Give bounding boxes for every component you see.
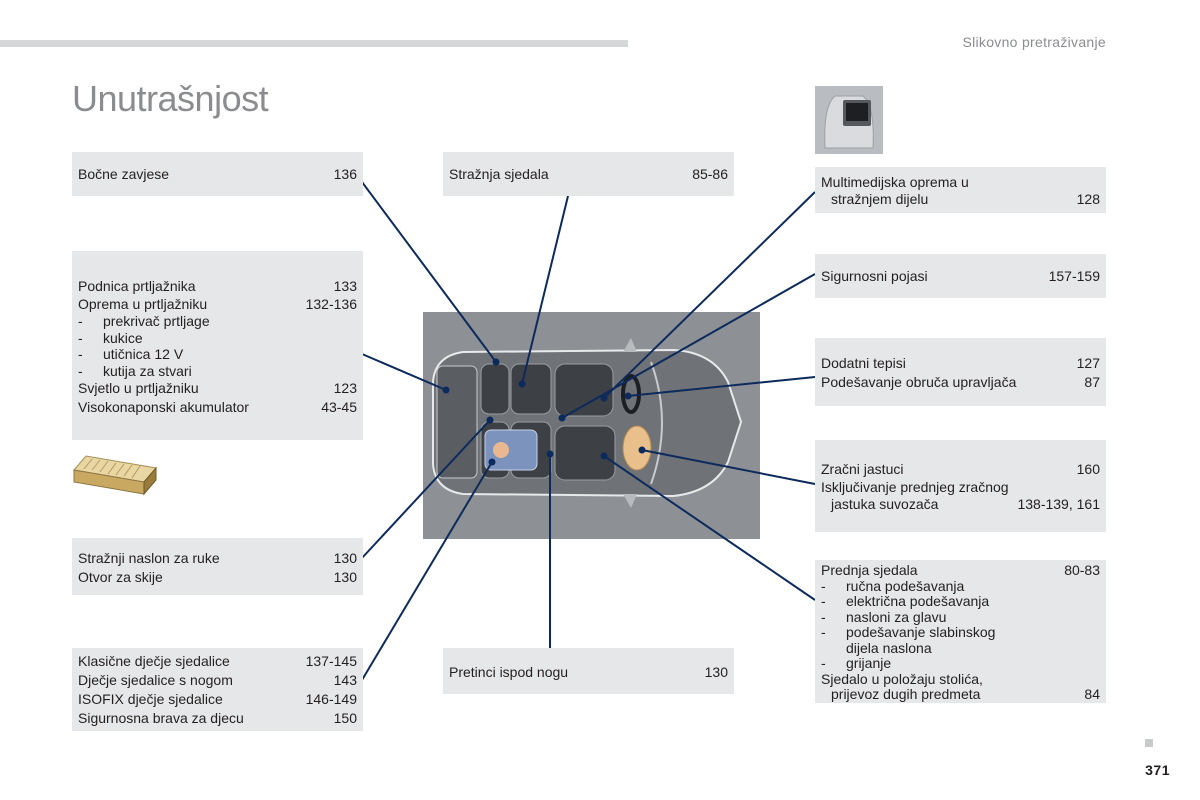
top-decor-bar (0, 40, 628, 47)
sub-item[interactable]: -kutija za stvari (78, 362, 192, 379)
page-title: Unutrašnjost (72, 78, 269, 119)
sub-item[interactable]: -prekrivač prtljage (78, 313, 210, 329)
page-marker (1145, 739, 1153, 747)
entry-row[interactable]: Sjedalo u položaju stolića, (821, 670, 983, 687)
rear-screen-thumbnail (815, 86, 883, 154)
sub-item[interactable]: -električna podešavanja (821, 593, 990, 609)
entry-row[interactable]: Multimedijska oprema u (821, 174, 969, 190)
car-top-view (423, 312, 760, 539)
page-number: 371 (1145, 762, 1170, 778)
section-header: Slikovno pretraživanje (962, 34, 1106, 50)
sub-item[interactable]: -kukice (78, 329, 143, 346)
sub-item[interactable]: -grijanje (821, 655, 892, 671)
sub-item[interactable]: -utičnica 12 V (78, 346, 184, 362)
sub-item[interactable]: -nasloni za glavu (821, 608, 947, 625)
entry-row[interactable]: Isključivanje prednjeg zračnog (821, 479, 1009, 495)
sub-item[interactable]: -ručna podešavanja (821, 577, 965, 594)
sub-item[interactable]: -podešavanje slabinskog (821, 624, 996, 640)
battery-illustration (72, 452, 162, 498)
sub-item-continued: dijela naslona (846, 639, 932, 656)
